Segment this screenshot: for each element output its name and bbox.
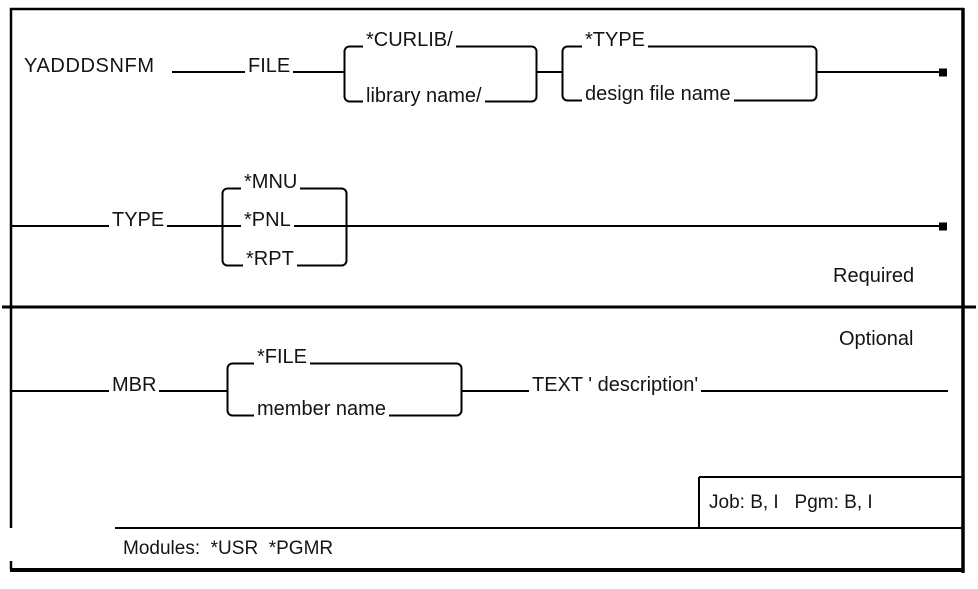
- file-keyword: FILE: [245, 56, 294, 77]
- type-keyword: TYPE: [109, 210, 168, 231]
- modules-label: Modules: *USR *PGMR: [123, 538, 334, 559]
- file-name-default: *TYPE: [582, 30, 649, 51]
- mbr-option-file: *FILE: [254, 347, 311, 368]
- file-library-default: *CURLIB/: [363, 30, 456, 51]
- row2-continuation-dot: [939, 222, 947, 231]
- required-section-label: Required: [833, 265, 915, 287]
- mbr-option-member-name: member name: [254, 399, 389, 420]
- job-pgm-environment-label: Job: B, I Pgm: B, I: [709, 492, 873, 513]
- command-name: YADDDSNFM: [21, 56, 158, 77]
- optional-section-label: Optional: [839, 328, 914, 350]
- type-option-rpt: *RPT: [243, 249, 297, 270]
- type-option-mnu: *MNU: [241, 172, 301, 193]
- mbr-keyword: MBR: [109, 375, 160, 396]
- type-option-pnl: *PNL: [241, 210, 294, 231]
- file-name-alternate: design file name: [582, 84, 734, 105]
- row1-continuation-dot: [939, 68, 947, 77]
- text-param-label: TEXT ' description': [529, 375, 702, 396]
- footer-boxes: [115, 476, 962, 529]
- file-library-alternate: library name/: [363, 86, 485, 107]
- outer-frame: [2, 7, 976, 573]
